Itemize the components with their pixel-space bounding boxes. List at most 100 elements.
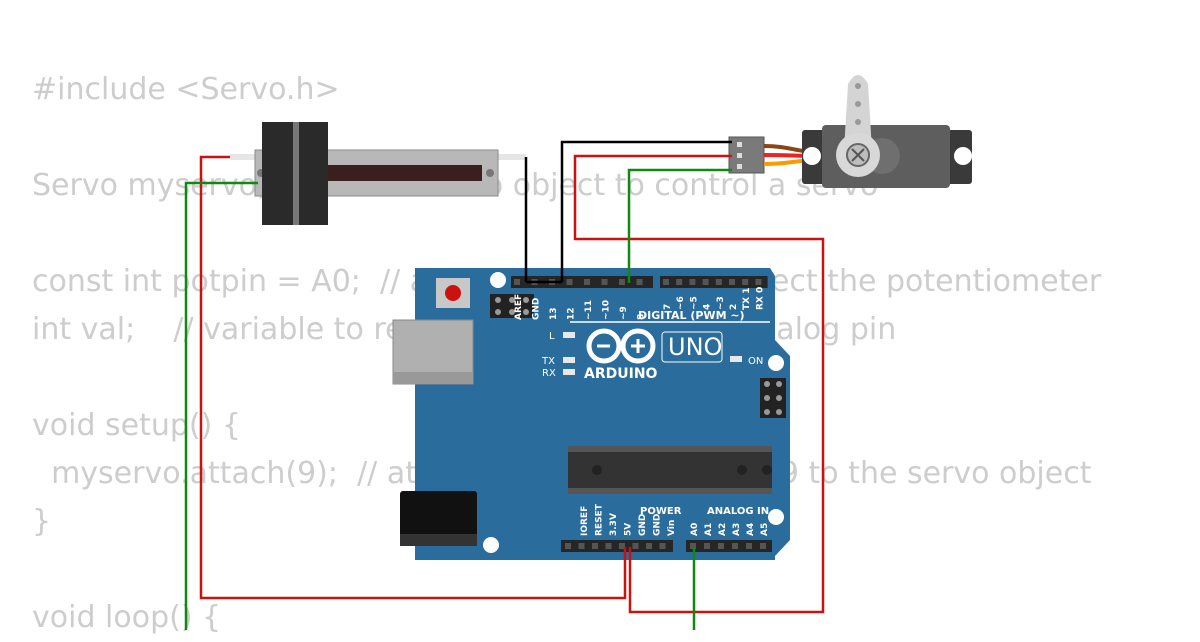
pin-label: ~11 xyxy=(584,300,594,320)
code-line: void loop() { xyxy=(32,600,222,635)
pin-label: 4 xyxy=(703,304,713,310)
code-line: } xyxy=(32,504,52,539)
header-pin[interactable] xyxy=(704,543,710,549)
wire-power-pot xyxy=(199,155,627,600)
pin-label: ~6 xyxy=(676,296,686,310)
header-pin[interactable] xyxy=(746,543,752,549)
header-pin[interactable] xyxy=(646,543,652,549)
servo-connector-pin xyxy=(737,142,742,147)
pin-label: 2 xyxy=(729,304,739,310)
microcontroller-chip xyxy=(568,446,772,494)
pot-knob-grip xyxy=(293,122,299,225)
pin-label: IOREF xyxy=(580,506,590,536)
power-jack xyxy=(400,491,477,546)
slide-potentiometer[interactable] xyxy=(230,122,526,225)
header-pin[interactable] xyxy=(663,279,669,285)
digital-pin-header[interactable] xyxy=(511,276,768,288)
pin-label: GND xyxy=(653,514,663,536)
arduino-infinity-logo xyxy=(586,328,656,364)
reset-button[interactable] xyxy=(445,285,461,301)
header-pin[interactable] xyxy=(755,279,762,285)
led-on-label: ON xyxy=(748,356,763,367)
header-pin[interactable] xyxy=(584,279,590,285)
board-brand: ARDUINO xyxy=(584,366,658,382)
header-pin[interactable] xyxy=(514,279,520,285)
pin-label: TX 1 xyxy=(742,288,752,310)
icsp-header-right xyxy=(760,378,786,418)
pin-label: GND xyxy=(532,298,542,320)
servo-connector xyxy=(728,136,765,174)
header-pin[interactable] xyxy=(676,279,683,285)
header-pin[interactable] xyxy=(605,543,612,549)
pin-label: A1 xyxy=(704,523,714,536)
servo-horn-hole xyxy=(855,83,861,89)
header-base xyxy=(511,276,653,288)
header-pin[interactable] xyxy=(592,543,598,549)
pin-label: ~9 xyxy=(619,306,629,320)
pin-label: A5 xyxy=(760,523,770,536)
pin-label: A0 xyxy=(690,523,700,536)
header-base xyxy=(686,540,772,552)
servo-horn-hole xyxy=(855,119,861,125)
pin-label: AREF xyxy=(514,294,524,320)
header-pin[interactable] xyxy=(715,279,722,285)
analog-pin-header[interactable] xyxy=(686,540,772,552)
pin-label: ~5 xyxy=(689,296,699,310)
header-pin[interactable] xyxy=(565,543,571,549)
usb-port-shade xyxy=(393,372,473,384)
header-pin[interactable] xyxy=(566,279,573,285)
header-pin[interactable] xyxy=(578,543,585,549)
pin-label: Vin xyxy=(667,520,677,536)
header-base xyxy=(561,540,673,552)
servo-horn[interactable] xyxy=(844,75,872,150)
header-pin[interactable] xyxy=(659,543,666,549)
header-pin[interactable] xyxy=(601,279,608,285)
servo-mount-hole xyxy=(803,147,821,165)
header-pin[interactable] xyxy=(732,543,738,549)
pot-screw-right xyxy=(486,169,494,177)
pin-label: ~3 xyxy=(716,296,726,310)
servo-screw-cross xyxy=(851,148,865,162)
pin-label: ~10 xyxy=(602,300,612,320)
led-tx xyxy=(563,357,575,363)
servo-connector-pin xyxy=(737,153,742,158)
header-pin[interactable] xyxy=(619,543,625,549)
board-mount-hole xyxy=(490,272,506,288)
board-mount-hole xyxy=(483,537,499,553)
header-pin[interactable] xyxy=(636,279,643,285)
header-pin[interactable] xyxy=(729,279,735,285)
model-frame xyxy=(661,331,723,363)
pin-label: 12 xyxy=(567,307,577,320)
led-rx-label: RX xyxy=(542,368,556,379)
wire-power-servo xyxy=(573,154,825,614)
pot-track xyxy=(318,165,482,181)
code-line: void setup() { xyxy=(32,408,241,443)
pin-label: 7 xyxy=(663,304,673,310)
board-mount-hole xyxy=(768,355,784,371)
header-pin[interactable] xyxy=(632,543,639,549)
header-pin[interactable] xyxy=(689,279,696,285)
analog-label: ANALOG IN xyxy=(707,506,769,517)
header-pin[interactable] xyxy=(690,543,696,549)
header-pin[interactable] xyxy=(702,279,709,285)
header-pin[interactable] xyxy=(760,543,766,549)
servo-motor[interactable] xyxy=(728,75,972,188)
pin-label: 13 xyxy=(549,307,559,320)
wire-signal-pot xyxy=(184,181,258,630)
header-pin[interactable] xyxy=(742,279,749,285)
led-rx xyxy=(563,369,575,375)
led-on xyxy=(730,356,742,362)
digital-header-label: DIGITAL (PWM ~) xyxy=(638,309,745,322)
header-pin[interactable] xyxy=(619,279,625,285)
power-pin-header[interactable] xyxy=(561,540,673,552)
pin-label: RX 0 xyxy=(755,287,765,310)
power-jack-base xyxy=(400,534,477,546)
header-pin[interactable] xyxy=(718,543,724,549)
pin-label: A2 xyxy=(718,523,728,536)
wire-signal-servo xyxy=(627,168,732,283)
pin-label: GND xyxy=(638,514,648,536)
